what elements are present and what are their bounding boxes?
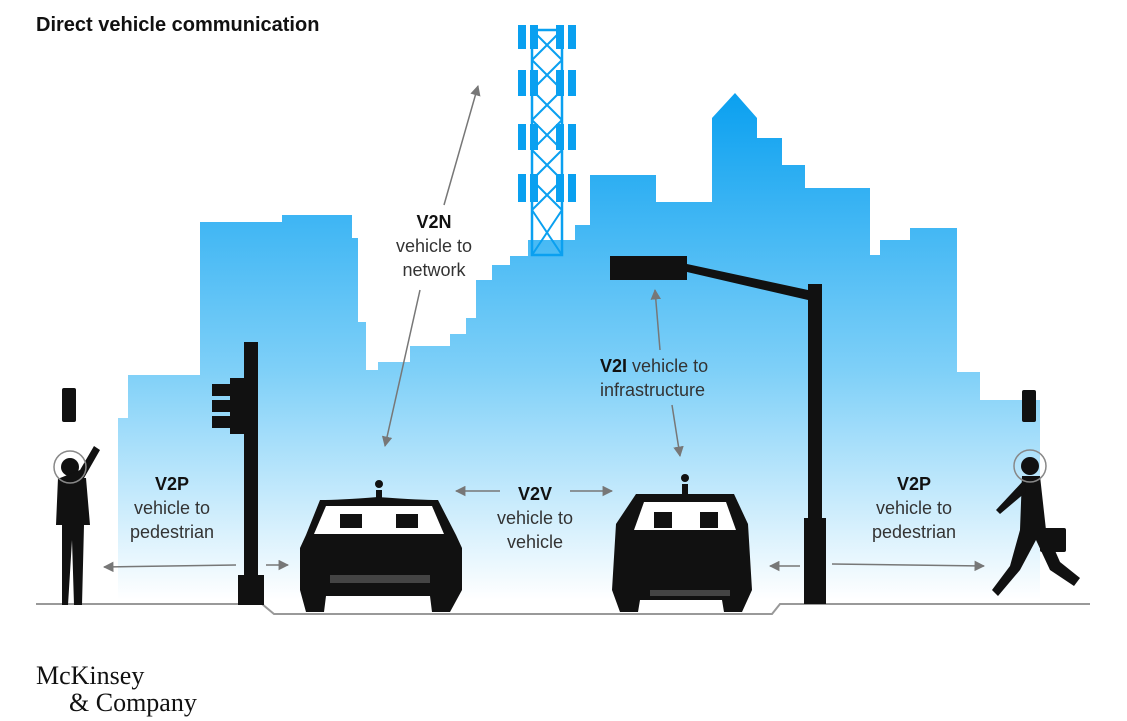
label-v2p-right-code: V2P: [896, 474, 932, 494]
traffic-light: [212, 342, 264, 605]
label-v2i-line1: V2I vehicle to: [600, 354, 742, 378]
arrow-v2n-up: [443, 84, 481, 206]
label-v2v-code: V2V: [517, 484, 553, 504]
arrow-v2p-right-out: [831, 560, 986, 572]
label-v2p-left-line2: pedestrian: [129, 522, 215, 542]
label-v2p-right: V2P vehicle to pedestrian: [858, 472, 970, 544]
label-v2v-line2: vehicle: [506, 532, 564, 552]
label-v2v: V2V vehicle to vehicle: [480, 482, 590, 554]
label-v2p-left: V2P vehicle to pedestrian: [116, 472, 228, 544]
label-v2i: V2I vehicle to infrastructure: [600, 354, 742, 402]
label-v2i-line1-text: vehicle to: [632, 356, 709, 376]
pedestrian-left-waving: [53, 388, 100, 605]
arrow-v2i-down: [671, 404, 684, 458]
logo-line1: McKinsey: [36, 661, 145, 690]
car-rear: [612, 474, 752, 612]
label-v2n-code: V2N: [416, 212, 452, 232]
logo-line2: & Company: [69, 688, 197, 717]
arrow-v2n-down: [381, 289, 421, 448]
label-v2p-right-line1: vehicle to: [875, 498, 953, 518]
page-title: Direct vehicle communication: [36, 14, 320, 36]
car-front: [300, 480, 462, 612]
pedestrian-right-walking: [992, 390, 1080, 596]
connection-arrows: [102, 84, 986, 573]
label-v2p-left-line1: vehicle to: [133, 498, 211, 518]
mckinsey-logo: McKinsey & Company: [36, 662, 197, 716]
label-v2n-line2: network: [402, 260, 466, 280]
label-v2i-line2: infrastructure: [600, 380, 706, 400]
arrow-v2i-up: [650, 288, 662, 351]
label-v2p-right-line2: pedestrian: [871, 522, 957, 542]
cell-tower: [518, 25, 576, 257]
label-v2v-line1: vehicle to: [496, 508, 574, 528]
label-v2n: V2N vehicle to network: [378, 210, 490, 282]
arrow-v2p-left-out: [102, 561, 237, 573]
road: [36, 603, 1090, 615]
label-v2p-left-code: V2P: [154, 474, 190, 494]
label-v2i-code: V2I: [600, 356, 628, 376]
label-v2n-line1: vehicle to: [395, 236, 473, 256]
street-light: [610, 256, 826, 604]
